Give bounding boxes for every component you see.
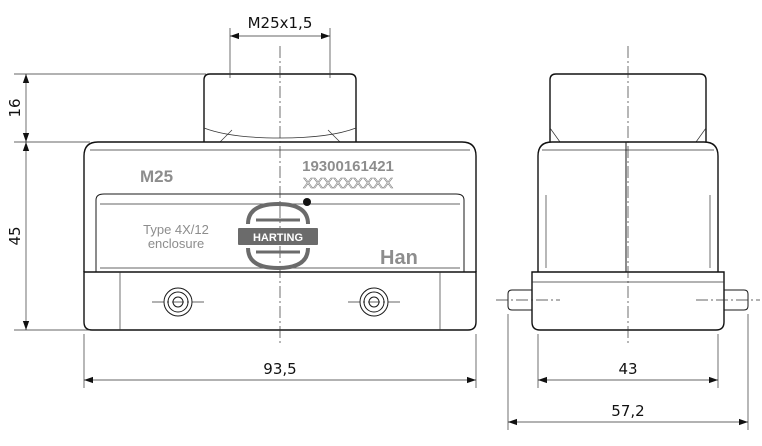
harting-logo: HARTING bbox=[238, 201, 318, 271]
housing-height-dimension: 45 bbox=[6, 226, 24, 245]
brand-mark: Han bbox=[380, 247, 418, 269]
type-line-2: enclosure bbox=[148, 236, 204, 251]
svg-text:HARTING: HARTING bbox=[253, 232, 303, 244]
housing-width-dimension: 93,5 bbox=[263, 360, 296, 378]
entry-height-dimension: 16 bbox=[6, 98, 24, 117]
serial-mark: XXXXXXXXX bbox=[303, 175, 393, 192]
marker-dot bbox=[303, 198, 311, 206]
hood-base bbox=[83, 271, 477, 331]
side-base bbox=[531, 271, 725, 331]
thread-dimension: M25x1,5 bbox=[248, 14, 313, 32]
side-view bbox=[496, 46, 760, 344]
type-line-1: Type 4X/12 bbox=[143, 222, 209, 237]
side-total-width-dimension: 57,2 bbox=[611, 402, 644, 420]
size-mark: M25 bbox=[140, 167, 173, 186]
front-dimensions: M25x1,5 16 45 93,5 bbox=[6, 14, 477, 388]
part-number: 19300161421 bbox=[302, 158, 394, 175]
side-width-dimension: 43 bbox=[618, 360, 637, 378]
front-view: M25 19300161421 XXXXXXXXX Type 4X/12 enc… bbox=[83, 46, 477, 344]
side-dimensions: 43 57,2 bbox=[507, 314, 749, 430]
